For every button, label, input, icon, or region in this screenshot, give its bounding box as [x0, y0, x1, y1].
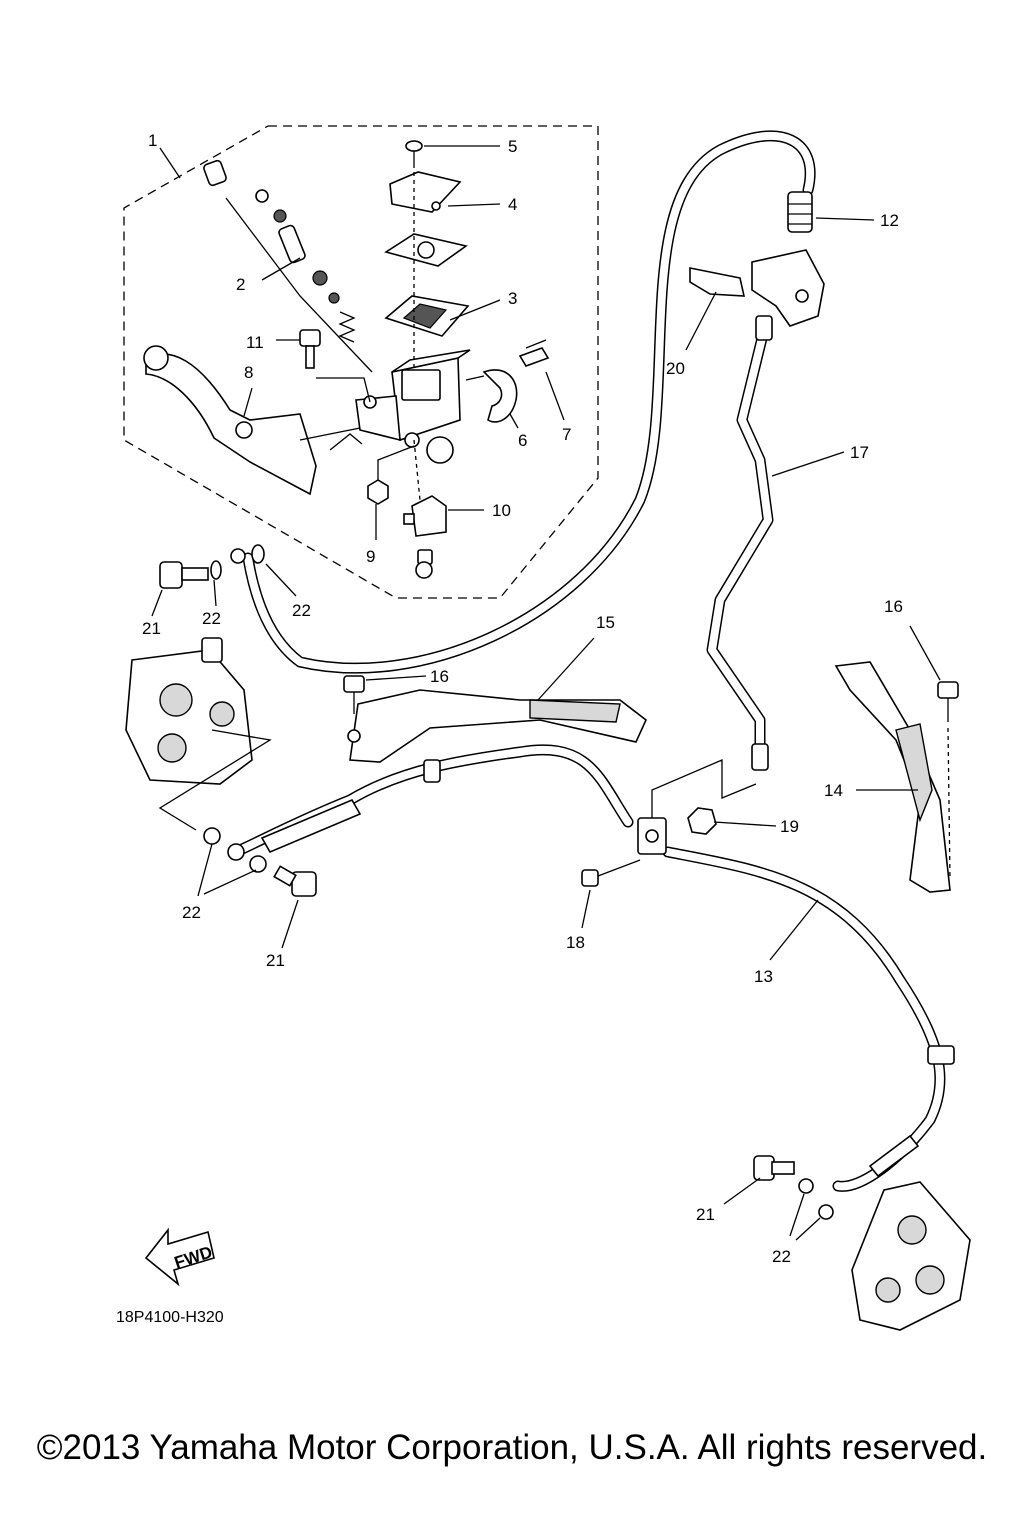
banjo-bolt-left-lower [203, 827, 317, 897]
callout-14: 14 [824, 781, 843, 800]
brake-lever [143, 345, 363, 496]
callout-17: 17 [850, 443, 869, 462]
brake-hose-upper-loop [242, 130, 816, 674]
callout-1: 1 [148, 131, 157, 150]
callout-16-right: 16 [884, 597, 903, 616]
hose-guide-14 [834, 661, 959, 893]
callout-3: 3 [508, 289, 517, 308]
banjo-bolt-right [753, 1155, 834, 1220]
brake-pipe-17 [706, 315, 774, 771]
union-fitting-12 [787, 191, 813, 233]
fwd-arrow-icon: FWD [144, 1227, 215, 1287]
callout-22-upper-left: 22 [202, 609, 221, 628]
callout-21-right: 21 [696, 1205, 715, 1224]
callout-10: 10 [492, 501, 511, 520]
brake-hose-joint [637, 759, 757, 855]
callout-16-upper: 16 [430, 667, 449, 686]
brake-hose-13 [662, 846, 955, 1192]
joint-nut-19 [687, 807, 717, 835]
right-brake-caliper [851, 1181, 971, 1331]
callout-15: 15 [596, 613, 615, 632]
callout-labels: 1 2 3 4 5 6 7 8 9 10 11 12 13 14 15 16 1… [142, 131, 903, 1266]
bracket-20 [689, 249, 825, 327]
callout-4: 4 [508, 195, 517, 214]
hose-guide-15 [343, 675, 647, 763]
master-cylinder [355, 140, 471, 464]
brake-switch [403, 439, 447, 579]
callout-8: 8 [244, 363, 253, 382]
callout-13: 13 [754, 967, 773, 986]
master-cylinder-kit-boundary [123, 125, 599, 599]
callout-18: 18 [566, 933, 585, 952]
banjo-bolt-left-upper [159, 544, 265, 589]
callout-19: 19 [780, 817, 799, 836]
callout-22-lower: 22 [182, 903, 201, 922]
callout-9: 9 [366, 547, 375, 566]
callout-2: 2 [236, 275, 245, 294]
joint-bolt-18 [581, 859, 641, 887]
callout-11: 11 [246, 333, 264, 352]
callout-21-upper: 21 [142, 619, 161, 638]
handlebar-holder [465, 339, 550, 423]
copyright-notice: ©2013 Yamaha Motor Corporation, U.S.A. A… [36, 1428, 988, 1467]
brake-hose-left [227, 744, 634, 861]
callout-20: 20 [666, 359, 685, 378]
lever-bolt [299, 329, 371, 403]
callout-5: 5 [508, 137, 517, 156]
lever-nut [367, 445, 415, 505]
document-code: 18P4100-H320 [116, 1309, 224, 1326]
callout-7: 7 [562, 425, 571, 444]
callout-21-lower: 21 [266, 951, 285, 970]
callout-22-upper-right: 22 [292, 601, 311, 620]
callout-leaders [151, 145, 941, 1241]
left-brake-caliper [125, 637, 272, 831]
callout-6: 6 [518, 431, 527, 450]
piston-kit [203, 159, 373, 373]
callout-12: 12 [880, 211, 899, 230]
callout-22-right: 22 [772, 1247, 791, 1266]
